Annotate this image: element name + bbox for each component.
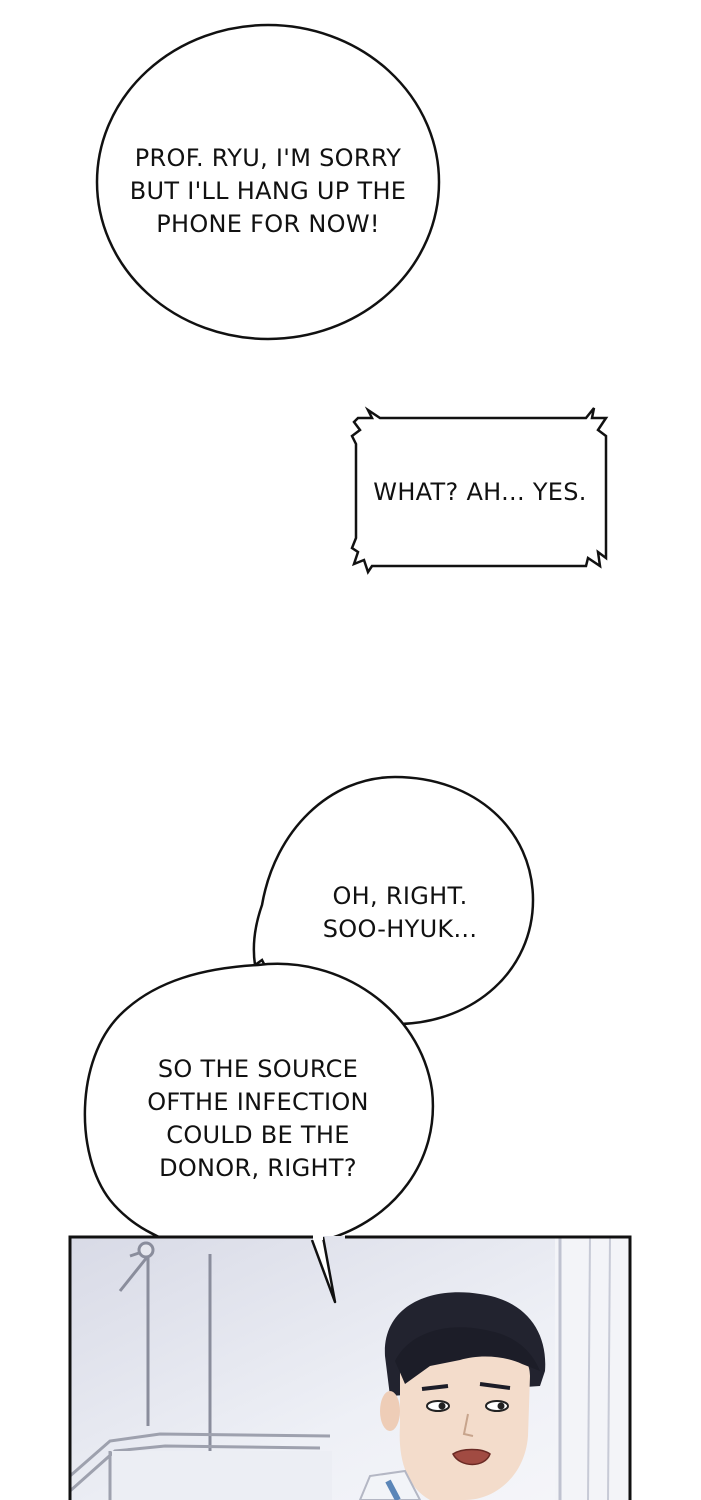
- speech-line: SO THE SOURCE: [157, 1055, 359, 1083]
- speech-line: PROF. RYU, I'M SORRY: [134, 144, 402, 172]
- speech-line: PHONE FOR NOW!: [156, 210, 380, 238]
- speech-line: SOO-HYUK...: [322, 915, 478, 943]
- narration-box: [350, 406, 609, 575]
- speech-text-top: PROF. RYU, I'M SORRY BUT I'LL HANG UP TH…: [118, 142, 418, 241]
- comic-panel: [70, 1236, 630, 1500]
- speech-line: COULD BE THE: [166, 1121, 350, 1149]
- narration-text: WHAT? AH... YES.: [360, 476, 600, 509]
- speech-line: OFTHE INFECTION: [147, 1088, 369, 1116]
- speech-text-low: SO THE SOURCE OFTHE INFECTION COULD BE T…: [128, 1053, 388, 1185]
- speech-text-mid: OH, RIGHT. SOO-HYUK...: [290, 880, 510, 946]
- narration-line: WHAT? AH... YES.: [373, 478, 587, 506]
- speech-line: DONOR, RIGHT?: [159, 1154, 357, 1182]
- speech-line: OH, RIGHT.: [332, 882, 468, 910]
- speech-line: BUT I'LL HANG UP THE: [129, 177, 407, 205]
- panel-illustration: [70, 1236, 630, 1500]
- speech-bubble-top: [95, 23, 441, 341]
